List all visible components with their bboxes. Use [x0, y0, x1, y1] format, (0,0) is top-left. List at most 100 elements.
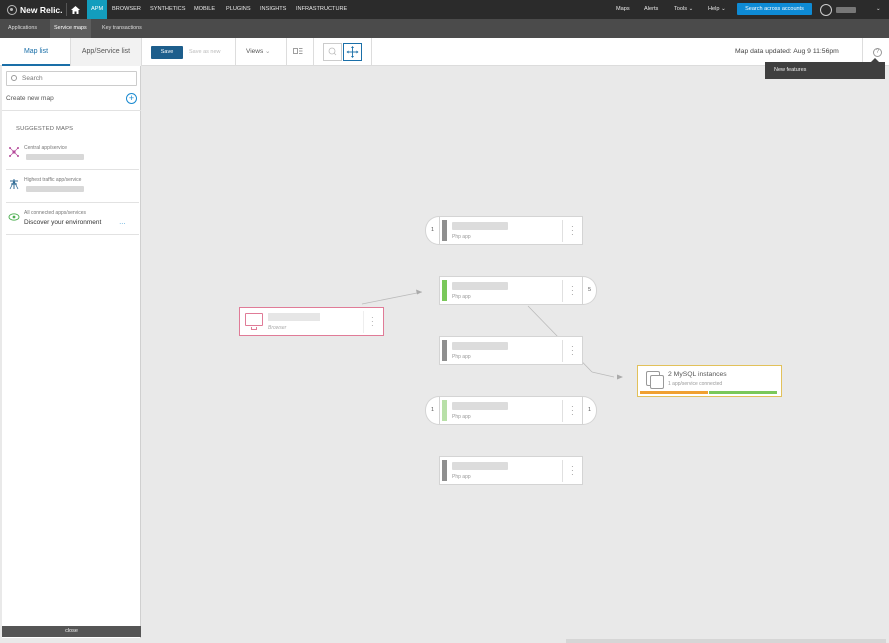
suggested-maps-heading: SUGGESTED MAPS: [16, 126, 74, 132]
chevron-down-icon: ⌄: [721, 6, 726, 12]
node-type: Php app: [452, 354, 471, 360]
nav-mobile[interactable]: MOBILE: [194, 6, 216, 12]
db-node-title: 2 MySQL instances: [668, 371, 727, 378]
tab-map-list[interactable]: Map list: [2, 38, 70, 66]
user-avatar-icon[interactable]: [820, 4, 832, 16]
redacted-app-name: [452, 282, 508, 290]
views-label: Views: [246, 48, 264, 55]
nav-insights[interactable]: INSIGHTS: [260, 6, 287, 12]
ellipsis-icon: …: [119, 219, 126, 226]
redacted-app-name: [452, 342, 508, 350]
brand-name: New Relic.: [20, 4, 63, 15]
search-placeholder: Search: [22, 75, 43, 82]
service-map-canvas[interactable]: Browser ··· 1 Php app ··· Php app ··· 5 …: [142, 66, 889, 638]
views-dropdown[interactable]: Views ⌄: [246, 47, 271, 55]
tab-app-service-list[interactable]: App/Service list: [81, 48, 131, 55]
health-bar: [442, 400, 447, 421]
kebab-menu-icon[interactable]: ···: [571, 342, 574, 359]
suggested-map-all-connected[interactable]: All connected apps/services Discover you…: [6, 210, 139, 238]
suggestion-label: All connected apps/services: [24, 210, 86, 216]
sidebar-divider: [6, 234, 139, 235]
eye-icon: [8, 211, 20, 223]
top-navigation: New Relic. APM BROWSER SYNTHETICS MOBILE…: [0, 0, 889, 19]
kebab-menu-icon[interactable]: ···: [571, 222, 574, 239]
nav-browser[interactable]: BROWSER: [112, 6, 141, 12]
new-relic-logo-icon: [7, 4, 17, 15]
app-node[interactable]: Php app ···: [439, 396, 583, 425]
nav-help[interactable]: Help ⌄: [708, 0, 726, 19]
toolbar-divider: [371, 38, 372, 66]
kebab-menu-icon[interactable]: ···: [571, 462, 574, 479]
redacted-app-name: [26, 154, 84, 160]
redacted-app-name: [452, 402, 508, 410]
browser-node[interactable]: Browser ···: [239, 307, 384, 336]
new-features-tooltip[interactable]: New features: [765, 58, 885, 79]
footer-text-redacted: [566, 639, 886, 643]
redacted-app-name: [452, 462, 508, 470]
create-new-map-link[interactable]: Create new map: [6, 95, 54, 102]
health-bar: [442, 340, 447, 361]
node-divider: [562, 340, 563, 362]
status-bar-warning: [640, 391, 708, 394]
sidebar-divider: [2, 110, 141, 111]
zoom-select-icon[interactable]: [323, 43, 342, 61]
help-label: Help: [708, 6, 720, 12]
redacted-app-name: [26, 186, 84, 192]
toolbar-divider: [286, 38, 287, 66]
suggestion-value: Discover your environment: [24, 219, 102, 226]
kebab-menu-icon[interactable]: ···: [571, 282, 574, 299]
pan-move-icon[interactable]: [343, 43, 362, 61]
toolbar-divider: [313, 38, 314, 66]
close-sidebar-button[interactable]: close: [2, 626, 141, 637]
toolbar-divider: [235, 38, 236, 66]
health-bar: [442, 220, 447, 241]
app-node[interactable]: Php app ···: [439, 456, 583, 485]
app-node[interactable]: Php app ···: [439, 216, 583, 245]
save-as-new-button[interactable]: Save as new: [189, 49, 221, 55]
monitor-icon: [245, 313, 263, 326]
redacted-app-name: [268, 313, 320, 321]
search-input[interactable]: Search: [6, 71, 137, 86]
subnav-applications[interactable]: Applications: [8, 25, 38, 31]
nav-apm[interactable]: APM: [87, 0, 108, 19]
node-type: Php app: [452, 294, 471, 300]
chevron-down-icon[interactable]: ⌄: [876, 6, 881, 12]
kebab-menu-icon[interactable]: ···: [571, 402, 574, 419]
home-icon[interactable]: [67, 0, 84, 19]
search-across-accounts-button[interactable]: Search across accounts: [737, 3, 812, 15]
node-type: Php app: [452, 414, 471, 420]
layout-icon[interactable]: [293, 47, 303, 56]
map-toolbar: Map list App/Service list Save Save as n…: [0, 38, 889, 66]
nav-divider: [66, 3, 67, 16]
new-relic-logo[interactable]: New Relic.: [7, 3, 63, 16]
db-node-subtitle: 1 app/service connected: [668, 381, 723, 387]
nav-tools[interactable]: Tools ⌄: [674, 0, 693, 19]
suggested-map-central[interactable]: Central app/service: [6, 145, 139, 173]
subnav-service-maps[interactable]: Service maps: [50, 19, 91, 38]
health-bar: [442, 460, 447, 481]
app-node[interactable]: Php app ···: [439, 276, 583, 305]
mysql-instances-node[interactable]: 2 MySQL instances 1 app/service connecte…: [637, 365, 782, 397]
nav-synthetics[interactable]: SYNTHETICS: [150, 6, 186, 12]
tab-background: [70, 38, 142, 66]
status-bar-healthy: [709, 391, 777, 394]
monitor-stand: [251, 327, 257, 330]
node-divider: [363, 311, 364, 333]
save-button[interactable]: Save: [151, 46, 183, 59]
node-type: Browser: [268, 325, 287, 331]
add-map-icon[interactable]: +: [126, 93, 137, 104]
nav-maps[interactable]: Maps: [616, 6, 630, 12]
traffic-tower-icon: [8, 178, 20, 190]
nav-alerts[interactable]: Alerts: [644, 6, 659, 12]
health-bar: [442, 280, 447, 301]
tools-label: Tools: [674, 6, 688, 12]
nav-plugins[interactable]: PLUGINS: [226, 6, 251, 12]
help-icon[interactable]: ?: [873, 48, 882, 57]
app-node[interactable]: Php app ···: [439, 336, 583, 365]
subnav-key-transactions[interactable]: Key transactions: [102, 25, 142, 31]
suggested-map-highest-traffic[interactable]: Highest traffic app/service: [6, 177, 139, 205]
kebab-menu-icon[interactable]: ···: [371, 313, 374, 330]
nav-infrastructure[interactable]: INFRASTRUCTURE: [296, 6, 348, 12]
node-type: Php app: [452, 234, 471, 240]
user-name-redacted[interactable]: [836, 7, 856, 13]
